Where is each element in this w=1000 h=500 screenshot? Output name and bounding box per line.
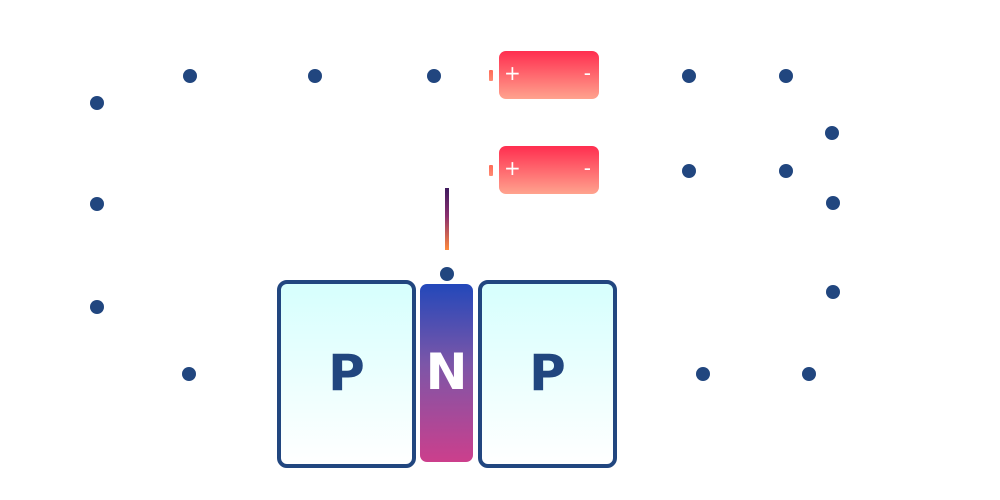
carrier-dot: [182, 367, 196, 381]
battery-plus-label: +: [504, 156, 521, 180]
carrier-dot: [440, 267, 454, 281]
battery-minus-label: -: [583, 156, 591, 180]
emitter-p-layer: P: [277, 280, 416, 468]
carrier-dot: [90, 197, 104, 211]
battery-plus-label: +: [504, 61, 521, 85]
collector-p-layer: P: [478, 280, 617, 468]
carrier-dot: [696, 367, 710, 381]
battery-terminal: [489, 165, 493, 176]
n-layer-label: N: [425, 342, 468, 401]
carrier-dot: [779, 164, 793, 178]
carrier-dot: [183, 69, 197, 83]
carrier-dot: [825, 126, 839, 140]
base-n-layer: N: [420, 284, 473, 462]
carrier-dot: [826, 196, 840, 210]
battery-icon: + -: [489, 51, 599, 99]
battery-minus-label: -: [583, 61, 591, 85]
p-layer-label: P: [529, 343, 566, 402]
carrier-dot: [779, 69, 793, 83]
carrier-dot: [90, 300, 104, 314]
p-layer-label: P: [328, 343, 365, 402]
carrier-dot: [826, 285, 840, 299]
carrier-dot: [308, 69, 322, 83]
battery-icon: + -: [489, 146, 599, 194]
carrier-dot: [427, 69, 441, 83]
battery-terminal: [489, 70, 493, 81]
carrier-dot: [802, 367, 816, 381]
base-lead: [445, 188, 449, 250]
carrier-dot: [682, 164, 696, 178]
carrier-dot: [682, 69, 696, 83]
carrier-dot: [90, 96, 104, 110]
